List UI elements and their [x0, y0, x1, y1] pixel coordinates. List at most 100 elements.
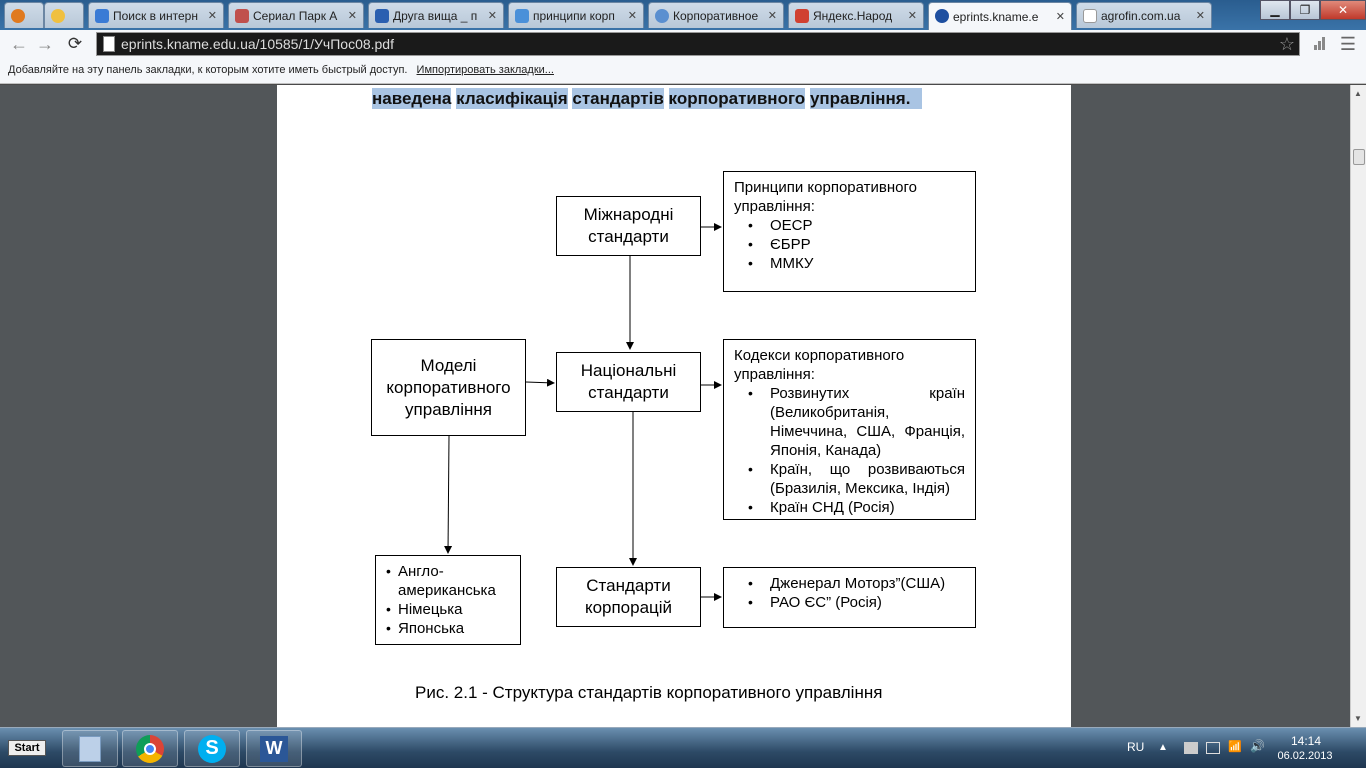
tab-pinned-1[interactable]: [4, 2, 44, 28]
explorer-icon[interactable]: [62, 730, 118, 767]
close-icon[interactable]: ✕: [207, 10, 217, 22]
corp-standards-box: Стандарти корпорацій: [556, 567, 701, 627]
list-item: Англо-американська: [384, 562, 504, 600]
pdf-viewer: наведена класифікація стандартів корпора…: [0, 85, 1350, 727]
list-item: Дженерал Моторз”(США): [734, 574, 965, 593]
maximize-button[interactable]: ❐: [1290, 0, 1320, 20]
close-icon[interactable]: ✕: [627, 10, 637, 22]
tab-label: Поиск в интерн: [113, 8, 198, 23]
url-text: eprints.kname.edu.ua/10585/1/УчПос08.pdf: [121, 36, 394, 52]
principles-box: Принципи корпоративного управління: ОЕСР…: [723, 171, 976, 292]
list-item: Японська: [384, 619, 512, 638]
box-title: Принципи корпоративного управління:: [734, 179, 917, 215]
scroll-down-icon[interactable]: ▼: [1354, 714, 1362, 723]
yandex-icon: [795, 9, 809, 23]
highlight-word: класифікація: [456, 88, 568, 109]
models-box: Моделі корпоративного управління: [371, 339, 526, 436]
list-item: Розвинутих країн (Великобританія, Німечч…: [734, 384, 965, 460]
close-icon[interactable]: ✕: [347, 10, 357, 22]
highlight-word: стандартів: [572, 88, 664, 109]
figure-caption: Рис. 2.1 - Структура стандартів корпорат…: [415, 683, 883, 702]
search-app-icon: [51, 9, 65, 23]
start-button[interactable]: Start: [8, 740, 46, 756]
globe-icon: [655, 9, 669, 23]
list-item: Країн СНД (Росія): [734, 498, 965, 517]
close-icon[interactable]: ✕: [487, 10, 497, 22]
tab-eprints[interactable]: eprints.kname.e ✕: [928, 2, 1072, 30]
chrome-icon[interactable]: [122, 730, 178, 767]
skype-icon[interactable]: S: [184, 730, 240, 767]
signal-icon: [1314, 36, 1328, 50]
box-label: Моделі корпоративного управління: [386, 355, 511, 419]
grid-icon: [95, 9, 109, 23]
highlight-word: корпоративного: [668, 88, 806, 109]
taskbar: Start S W RU ▲ 📶 🔊 14:14 06.02.2013: [0, 727, 1366, 768]
list-item: ЄБРР: [734, 235, 965, 254]
word-icon[interactable]: W: [246, 730, 302, 767]
model-types-box: Англо-американська Німецька Японська: [375, 555, 521, 645]
highlight-word: наведена: [372, 88, 452, 109]
tab-label: eprints.kname.e: [953, 9, 1039, 24]
arrow-models-to-list: [444, 435, 453, 554]
bookmarks-hint: Добавляйте на эту панель закладки, к кот…: [8, 64, 408, 76]
list-item: ОЕСР: [734, 216, 965, 235]
box-label: Стандарти корпорацій: [584, 576, 673, 617]
box-label: Національні стандарти: [580, 361, 677, 402]
settings-app-icon: [11, 9, 25, 23]
battery-icon[interactable]: [1206, 742, 1220, 754]
show-hidden-icons-icon[interactable]: ▲: [1158, 742, 1168, 753]
language-indicator[interactable]: RU: [1127, 740, 1145, 754]
bookmark-star-icon[interactable]: ☆: [1278, 34, 1295, 54]
address-bar[interactable]: eprints.kname.edu.ua/10585/1/УчПос08.pdf…: [96, 32, 1300, 56]
library-icon: [935, 9, 949, 23]
tab-agrofin[interactable]: agrofin.com.ua ✕: [1076, 2, 1212, 28]
tab-label: Друга вища _ п: [393, 8, 478, 23]
tab-google[interactable]: принципи корп ✕: [508, 2, 644, 28]
tab-yandex[interactable]: Яндекс.Народ ✕: [788, 2, 924, 28]
arrow-models-to-national: [525, 378, 555, 387]
close-icon[interactable]: ✕: [1055, 11, 1065, 23]
start-label: Start: [14, 742, 40, 754]
tab-druga[interactable]: Друга вища _ п ✕: [368, 2, 504, 28]
close-window-button[interactable]: ✕: [1320, 0, 1366, 20]
clock-date[interactable]: 06.02.2013: [1277, 750, 1333, 762]
box-title: Кодекси корпоративного управління:: [734, 347, 905, 383]
network-icon[interactable]: 📶: [1228, 741, 1242, 753]
corp-examples-box: Дженерал Моторз”(США) РАО ЄС” (Росія): [723, 567, 976, 628]
close-icon[interactable]: ✕: [907, 10, 917, 22]
tab-strip: Поиск в интерн ✕ Сериал Парк А ✕ Друга в…: [0, 0, 1366, 30]
scroll-thumb[interactable]: [1353, 149, 1365, 165]
tab-label: agrofin.com.ua: [1101, 8, 1181, 23]
volume-icon[interactable]: 🔊: [1250, 739, 1265, 753]
import-bookmarks-link[interactable]: Импортировать закладки...: [416, 64, 554, 76]
highlighted-text: наведена класифікація стандартів корпора…: [372, 88, 923, 109]
close-icon[interactable]: ✕: [1195, 10, 1205, 22]
clock-time[interactable]: 14:14: [1290, 734, 1322, 748]
reload-button[interactable]: ⟳: [67, 34, 83, 53]
info-icon: [375, 9, 389, 23]
pdf-page: наведена класифікація стандартів корпора…: [277, 85, 1071, 727]
vertical-scrollbar[interactable]: ▲ ▼: [1350, 85, 1366, 727]
page-icon: [103, 36, 115, 52]
highlight-word: управління.: [809, 88, 911, 109]
tab-search[interactable]: Поиск в интерн ✕: [88, 2, 224, 28]
tab-serial[interactable]: Сериал Парк А ✕: [228, 2, 364, 28]
diagram-arrows: [444, 223, 722, 601]
close-icon[interactable]: ✕: [767, 10, 777, 22]
menu-icon[interactable]: ☰: [1339, 34, 1356, 54]
scroll-up-icon[interactable]: ▲: [1354, 89, 1362, 98]
minimize-button[interactable]: ▁: [1260, 0, 1290, 20]
browser-toolbar: ← → ⟳ eprints.kname.edu.ua/10585/1/УчПос…: [0, 30, 1366, 58]
tab-korporativnoe[interactable]: Корпоративное ✕: [648, 2, 784, 28]
tab-label: Корпоративное: [673, 8, 759, 23]
tab-pinned-2[interactable]: [44, 2, 84, 28]
back-button[interactable]: ←: [10, 33, 28, 54]
intl-standards-box: Міжнародні стандарти: [556, 196, 701, 256]
tab-label: Сериал Парк А: [253, 8, 338, 23]
list-item: ММКУ: [734, 254, 965, 273]
forward-button[interactable]: →: [36, 33, 54, 54]
tab-label: Яндекс.Народ: [813, 8, 893, 23]
google-icon: [515, 9, 529, 23]
tab-label: принципи корп: [533, 8, 615, 23]
action-center-icon[interactable]: [1184, 742, 1198, 754]
